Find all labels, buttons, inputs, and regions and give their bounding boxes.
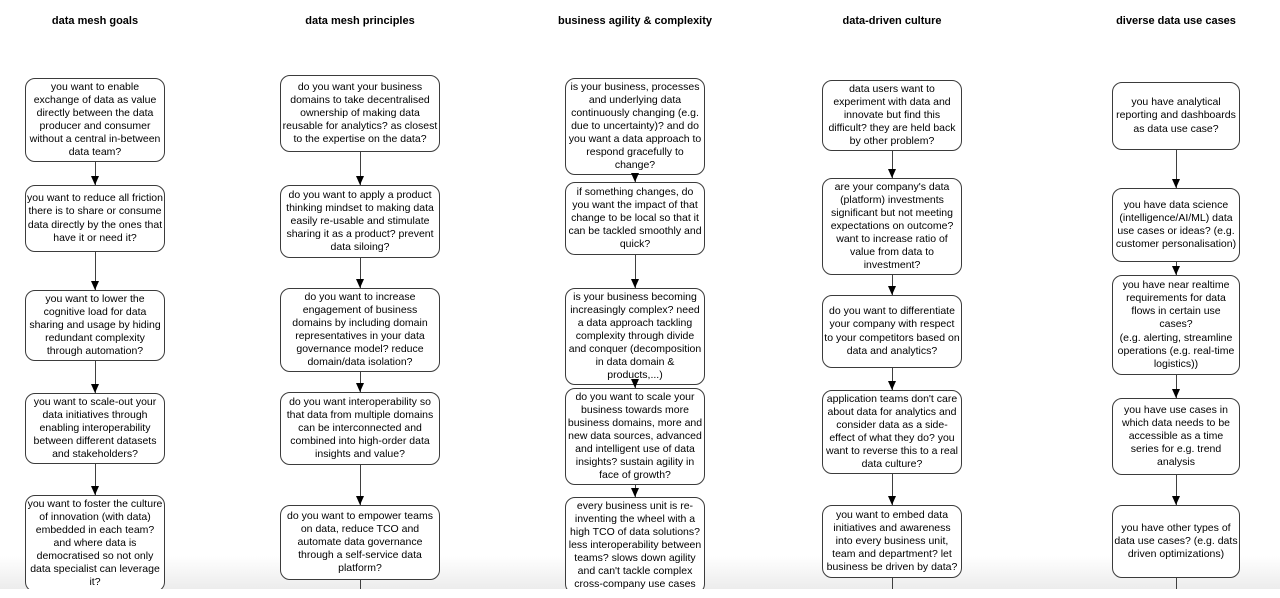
arrow-down-icon [888, 381, 896, 390]
flow-node: do you want to apply a product thinking … [280, 185, 440, 258]
arrow-down-icon [91, 486, 99, 495]
column-title: data mesh goals [51, 15, 139, 27]
flow-node: you want to enable exchange of data as v… [25, 78, 165, 163]
bottom-strip [0, 589, 1280, 598]
flow-node: do you want to scale your business towar… [565, 388, 705, 486]
arrow-down-icon [356, 383, 364, 392]
column-title: data-driven culture [842, 15, 942, 27]
arrow-down-icon [631, 279, 639, 288]
arrow-down-icon [631, 173, 639, 182]
arrow-down-icon [91, 384, 99, 393]
flow-node: if something changes, do you want the im… [565, 182, 705, 255]
flow-node: you want to lower the cognitive load for… [25, 290, 165, 362]
flow-node: you have near realtime requirements for … [1112, 275, 1240, 375]
arrow-down-icon [91, 176, 99, 185]
flow-node: you want to scale-out your data initiati… [25, 393, 165, 465]
arrow-down-icon [1172, 266, 1180, 275]
arrow-down-icon [356, 279, 364, 288]
flow-node: do you want interoperability so that dat… [280, 392, 440, 465]
flow-node: do you want your business domains to tak… [280, 75, 440, 152]
flow-node: do you want to increase engagement of bu… [280, 288, 440, 373]
column-diverse-data-use-cases: diverse data use cases you have analytic… [1112, 0, 1240, 598]
column-data-mesh-goals: data mesh goals you want to enable excha… [25, 0, 165, 598]
flow-node: do you want to empower teams on data, re… [280, 505, 440, 580]
flow-node: are your company's data (platform) inves… [822, 178, 962, 276]
arrow-down-icon [888, 286, 896, 295]
flow-node: you have analytical reporting and dashbo… [1112, 82, 1240, 150]
flow-node: every business unit is re-inventing the … [565, 497, 705, 595]
arrow-down-icon [356, 176, 364, 185]
flow-node: you have use cases in which data needs t… [1112, 398, 1240, 475]
flow-node: you want to embed data initiatives and a… [822, 505, 962, 578]
flow-node: do you want to differentiate your compan… [822, 295, 962, 368]
arrow-down-icon [1172, 179, 1180, 188]
flow-node: you have data science (intelligence/AI/M… [1112, 188, 1240, 262]
column-data-driven-culture: data-driven culture data users want to e… [822, 0, 962, 598]
flow-node: you want to reduce all friction there is… [25, 185, 165, 252]
arrow-down-icon [1172, 389, 1180, 398]
arrow-down-icon [631, 488, 639, 497]
arrow-down-icon [91, 281, 99, 290]
arrow-down-icon [356, 496, 364, 505]
arrow-down-icon [888, 169, 896, 178]
column-title: data mesh principles [305, 15, 415, 27]
column-business-agility-complexity: business agility & complexity is your bu… [558, 0, 712, 598]
arrow-down-icon [631, 379, 639, 388]
column-data-mesh-principles: data mesh principles do you want your bu… [280, 0, 440, 598]
flow-node: you want to foster the culture of innova… [25, 495, 165, 593]
arrow-down-icon [888, 496, 896, 505]
column-title: business agility & complexity [557, 15, 713, 27]
column-title: diverse data use cases [1116, 15, 1236, 27]
flow-node: is your business becoming increasingly c… [565, 288, 705, 386]
flow-node: is your business, processes and underlyi… [565, 78, 705, 176]
flow-node: data users want to experiment with data … [822, 80, 962, 152]
arrow-down-icon [1172, 496, 1180, 505]
flow-node: you have other types of data use cases? … [1112, 505, 1240, 578]
flow-node: application teams don't care about data … [822, 390, 962, 475]
